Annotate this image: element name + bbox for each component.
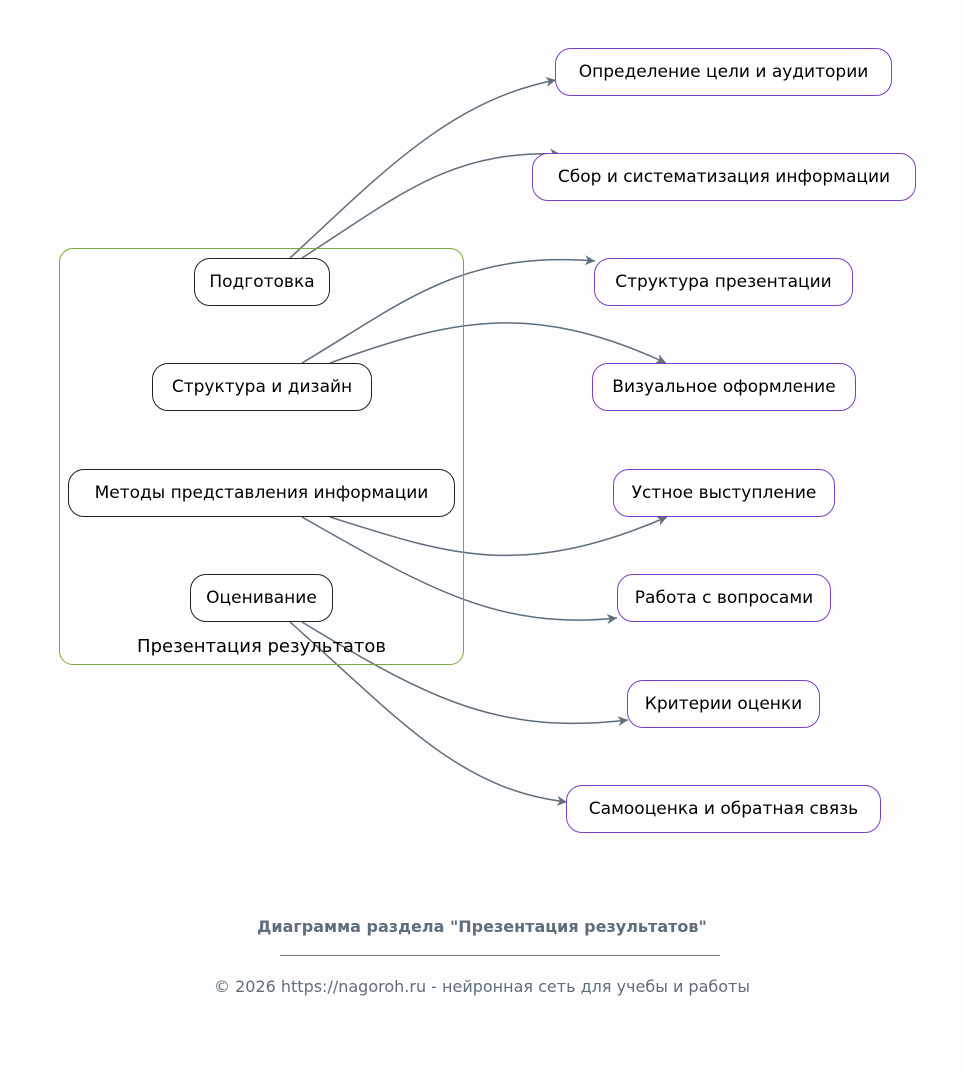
cluster-presentation-results <box>59 248 464 665</box>
node-label: Сбор и систематизация информации <box>557 167 891 187</box>
node-label: Устное выступление <box>631 483 817 503</box>
node-label: Структура презентации <box>615 272 832 292</box>
node-label: Определение цели и аудитории <box>578 62 869 82</box>
node-label: Оценивание <box>206 588 317 608</box>
cluster-label: Презентация результатов <box>137 636 386 657</box>
node-oral-speech[interactable]: Устное выступление <box>613 469 835 517</box>
node-label: Подготовка <box>209 272 315 292</box>
node-goal-audience[interactable]: Определение цели и аудитории <box>555 48 892 96</box>
node-label: Самооценка и обратная связь <box>588 799 859 819</box>
node-evaluation-criteria[interactable]: Критерии оценки <box>627 680 820 728</box>
node-label: Критерии оценки <box>644 694 803 714</box>
node-label: Визуальное оформление <box>612 377 836 397</box>
diagram-title: Диаграмма раздела "Презентация результат… <box>257 917 707 936</box>
node-questions[interactable]: Работа с вопросами <box>617 574 831 622</box>
edge-p1-c1 <box>289 76 557 259</box>
node-label: Структура и дизайн <box>171 377 353 397</box>
node-evaluation[interactable]: Оценивание <box>190 574 333 622</box>
node-info-methods[interactable]: Методы представления информации <box>68 469 455 517</box>
edge-p2-c4 <box>329 322 667 364</box>
edge-p4-c8 <box>289 621 568 806</box>
node-self-assessment[interactable]: Самооценка и обратная связь <box>566 785 881 833</box>
edge-p2-c3 <box>301 255 596 364</box>
edge-p4-c7 <box>301 621 629 727</box>
node-presentation-structure[interactable]: Структура презентации <box>594 258 853 306</box>
node-structure-design[interactable]: Структура и дизайн <box>152 363 372 411</box>
copyright-text: © 2026 https://nagoroh.ru - нейронная се… <box>213 977 750 996</box>
edge-p3-c5 <box>329 516 668 557</box>
edge-p1-c2 <box>301 148 561 259</box>
node-label: Работа с вопросами <box>634 588 814 608</box>
node-info-collection[interactable]: Сбор и систематизация информации <box>532 153 916 201</box>
node-label: Методы представления информации <box>94 483 429 503</box>
footer-divider <box>280 955 720 956</box>
node-visual-design[interactable]: Визуальное оформление <box>592 363 856 411</box>
node-preparation[interactable]: Подготовка <box>194 258 330 306</box>
